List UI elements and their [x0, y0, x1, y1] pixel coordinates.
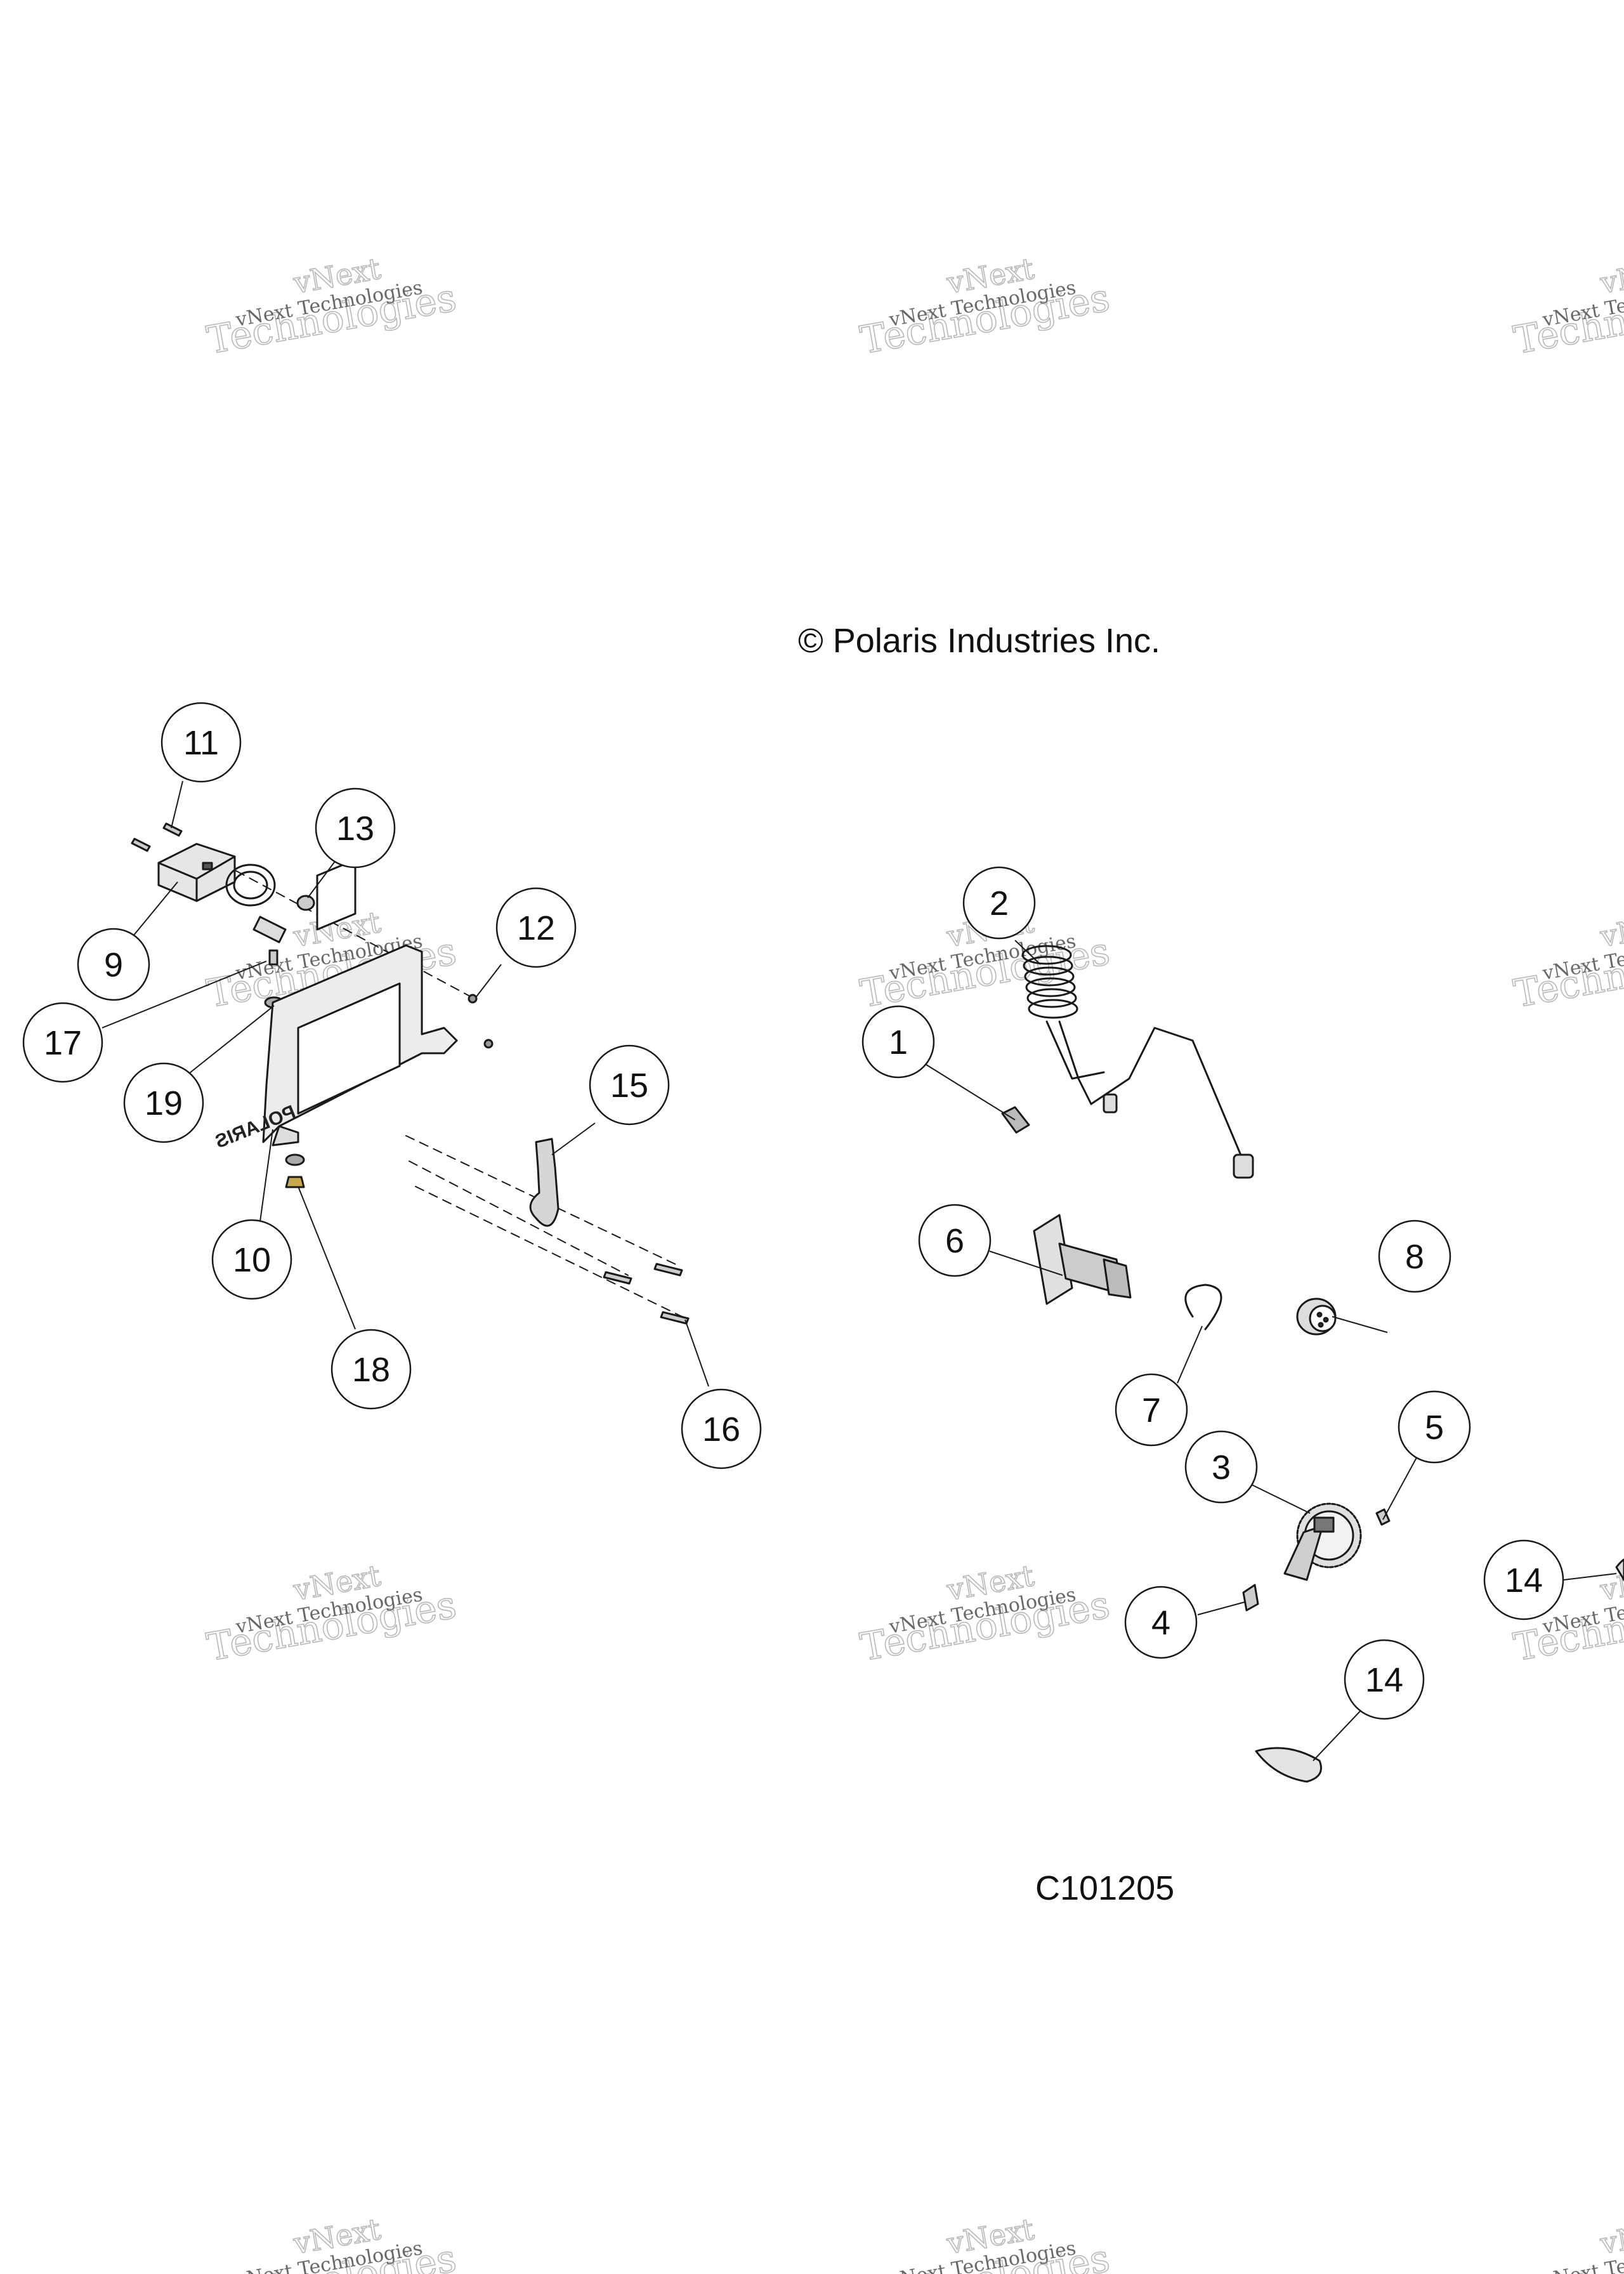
watermark: vNext Technologies vNext Technologies [203, 2211, 460, 2274]
ring-part [225, 864, 276, 907]
callout-label: 14 [1505, 1561, 1543, 1600]
bracket-part: POLARIS [213, 858, 458, 1153]
callout-label: 6 [945, 1222, 964, 1260]
callout-label: 18 [352, 1351, 390, 1389]
callout-label: 13 [336, 810, 374, 848]
plug-part [252, 916, 287, 943]
callout-14: 14 [1344, 1639, 1425, 1720]
callout-19: 19 [123, 1062, 204, 1143]
callout-label: 7 [1142, 1391, 1161, 1429]
callout-12: 12 [495, 887, 577, 968]
callout-13: 13 [315, 787, 396, 869]
washer-part [285, 1153, 305, 1166]
callout-11: 11 [160, 702, 242, 783]
callout-7: 7 [1115, 1373, 1188, 1447]
callout-label: 17 [44, 1024, 82, 1062]
coiled-tether-part [1021, 945, 1254, 1179]
callout-15: 15 [589, 1044, 670, 1126]
callout-5: 5 [1398, 1390, 1471, 1464]
leader-lines [102, 780, 1617, 1761]
watermark-text: vNext [1597, 905, 1624, 954]
screw-part [603, 1271, 632, 1285]
watermark: vNext Technologies vNext Technologies [856, 2211, 1113, 2274]
switch-part [1001, 1106, 1030, 1134]
nut-part [483, 1039, 494, 1049]
right-assembly [1001, 945, 1624, 1783]
screw-part [131, 822, 183, 852]
clamp-bracket-part [529, 1138, 560, 1227]
callout-label: 11 [183, 724, 219, 762]
screw-part [653, 1263, 683, 1277]
callout-label: 8 [1405, 1238, 1424, 1276]
callouts: 11 13 9 12 17 19 15 10 18 16 2 1 6 8 7 [22, 702, 1564, 1720]
callout-16: 16 [681, 1388, 762, 1469]
callout-label: 15 [610, 1067, 648, 1105]
callout-label: 19 [145, 1084, 183, 1122]
watermark: vNext Technologies vNext Technologies [1510, 2211, 1624, 2274]
horn-part [1283, 1502, 1362, 1581]
callout-label: 14 [1365, 1661, 1403, 1699]
callout-label: 10 [233, 1241, 271, 1279]
screw-part [268, 949, 278, 966]
clip-part [1242, 1584, 1259, 1612]
watermark-text: vNext [1597, 251, 1624, 300]
callout-4: 4 [1124, 1586, 1198, 1659]
lens-part [1615, 1558, 1624, 1581]
callout-label: 1 [889, 1023, 908, 1061]
grommet-part [296, 895, 315, 911]
watermark-text: vNext [1597, 2212, 1624, 2261]
watermark: vNext Technologies vNext Technologies [856, 1558, 1113, 1671]
screw-part [660, 1311, 690, 1325]
diagram-code: C101205 [1035, 1869, 1174, 1907]
cap-part [1296, 1298, 1337, 1336]
connector-module-part [1033, 1214, 1132, 1305]
watermark: vNext Technologies vNext Technologies [203, 251, 460, 364]
watermark: vNext Technologies vNext Technologies [203, 1558, 460, 1671]
callout-label: 4 [1151, 1604, 1170, 1642]
watermark: vNext Technologies vNext Technologies [856, 251, 1113, 364]
callout-9: 9 [77, 928, 150, 1001]
nut-part [285, 1176, 305, 1188]
callout-14: 14 [1483, 1539, 1564, 1620]
ring-part [233, 871, 268, 900]
bracket-stamp: POLARIS [213, 1101, 299, 1153]
callout-17: 17 [22, 1002, 103, 1083]
callout-label: 5 [1425, 1409, 1444, 1447]
screw-part [1375, 1508, 1391, 1526]
assembly-lines [209, 856, 683, 1317]
callout-label: 9 [104, 946, 123, 984]
callout-2: 2 [962, 866, 1036, 940]
callout-3: 3 [1184, 1430, 1258, 1504]
callout-label: 16 [702, 1410, 740, 1449]
callout-label: 3 [1212, 1449, 1231, 1487]
left-assembly: POLARIS [131, 822, 690, 1325]
callout-8: 8 [1378, 1219, 1451, 1293]
zip-tie-part [1184, 1284, 1222, 1331]
callout-label: 12 [517, 909, 555, 947]
callout-1: 1 [861, 1005, 935, 1079]
callout-18: 18 [331, 1329, 412, 1410]
watermark: vNext Technologies vNext Technologies [1510, 251, 1624, 364]
nut-part [468, 994, 478, 1004]
callout-label: 2 [990, 884, 1009, 923]
callout-6: 6 [918, 1204, 992, 1277]
copyright-text: © Polaris Industries Inc. [798, 622, 1160, 660]
callout-10: 10 [211, 1219, 292, 1300]
watermark: vNext Technologies vNext Technologies [1510, 904, 1624, 1017]
housing-part [157, 843, 236, 902]
lens-part [1255, 1747, 1322, 1783]
